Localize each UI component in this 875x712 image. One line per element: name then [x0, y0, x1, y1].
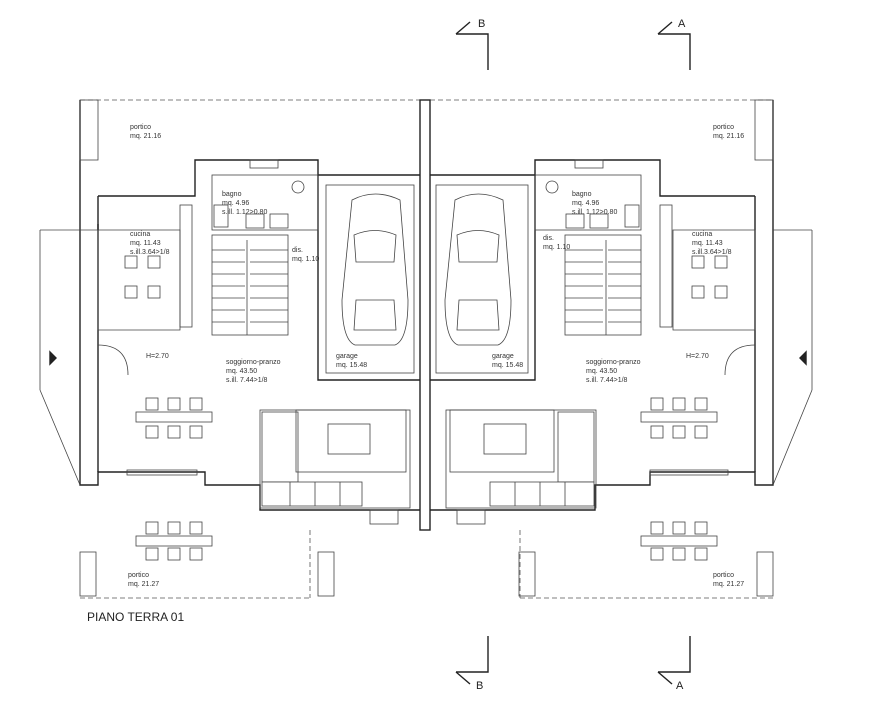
right-soggiorno-name: soggiorno-pranzo [586, 359, 641, 366]
right-car-icon [444, 193, 512, 346]
right-dis-area: mq. 1.10 [543, 244, 570, 251]
right-height: H=2.70 [686, 353, 709, 360]
right-garage-name: garage [492, 353, 514, 360]
section-marker-a-top: A [657, 18, 691, 70]
left-dis-area: mq. 1.10 [292, 256, 319, 263]
right-portico-bottom-name: portico [713, 572, 734, 579]
left-portico-top-name: portico [130, 124, 151, 131]
right-living-furniture [445, 397, 718, 525]
section-marker-b-bottom: B [455, 636, 489, 692]
right-portico-bottom-area: mq. 21.27 [713, 581, 744, 588]
left-garage-name: garage [336, 353, 358, 360]
left-portico-bottom-name: portico [128, 572, 149, 579]
section-label-a-top: A [678, 18, 686, 30]
right-cucina-name: cucina [692, 231, 712, 238]
left-bagno-area: mq. 4.96 [222, 200, 249, 207]
section-marker-a-bottom: A [657, 636, 691, 692]
right-dis-name: dis. [543, 235, 554, 242]
left-bagno-window: s.ill. 1.12>0.80 [222, 209, 267, 216]
plan-title: PIANO TERRA 01 [87, 610, 184, 624]
right-bagno-name: bagno [572, 191, 592, 198]
left-soggiorno-area: mq. 43.50 [226, 368, 257, 375]
right-soggiorno-area: mq. 43.50 [586, 368, 617, 375]
section-label-b-top: B [478, 18, 485, 30]
right-interior [534, 159, 807, 376]
left-porch-table [135, 521, 213, 561]
right-portico-top-name: portico [713, 124, 734, 131]
party-wall [419, 99, 431, 531]
left-cucina-name: cucina [130, 231, 150, 238]
left-dis-name: dis. [292, 247, 303, 254]
left-height: H=2.70 [146, 353, 169, 360]
right-soggiorno-window: s.ill. 7.44>1/8 [586, 377, 628, 384]
left-portico-top-area: mq. 21.16 [130, 133, 161, 140]
right-portico-top-area: mq. 21.16 [713, 133, 744, 140]
right-cucina-window: s.ill.3.64>1/8 [692, 249, 732, 256]
section-label-a-bottom: A [676, 680, 684, 692]
left-interior [49, 159, 319, 376]
right-cucina-area: mq. 11.43 [692, 240, 723, 247]
left-house-walls [39, 99, 420, 597]
right-bagno-area: mq. 4.96 [572, 200, 599, 207]
section-marker-b-top: B [455, 18, 489, 70]
left-soggiorno-window: s.ill. 7.44>1/8 [226, 377, 268, 384]
right-garage-area: mq. 15.48 [492, 362, 523, 369]
left-portico-bottom-area: mq. 21.27 [128, 581, 159, 588]
left-cucina-window: s.ill.3.64>1/8 [130, 249, 170, 256]
left-living-furniture [135, 397, 411, 525]
right-house-walls [430, 99, 813, 597]
left-cucina-area: mq. 11.43 [130, 240, 161, 247]
section-label-b-bottom: B [476, 680, 483, 692]
right-bagno-window: s.ill. 1.12>0.80 [572, 209, 617, 216]
left-garage-outline [325, 184, 415, 374]
right-porch-table [640, 521, 718, 561]
left-soggiorno-name: soggiorno-pranzo [226, 359, 281, 366]
left-garage-area: mq. 15.48 [336, 362, 367, 369]
right-garage-outline [435, 184, 529, 374]
left-car-icon [341, 193, 409, 346]
left-bagno-name: bagno [222, 191, 242, 198]
